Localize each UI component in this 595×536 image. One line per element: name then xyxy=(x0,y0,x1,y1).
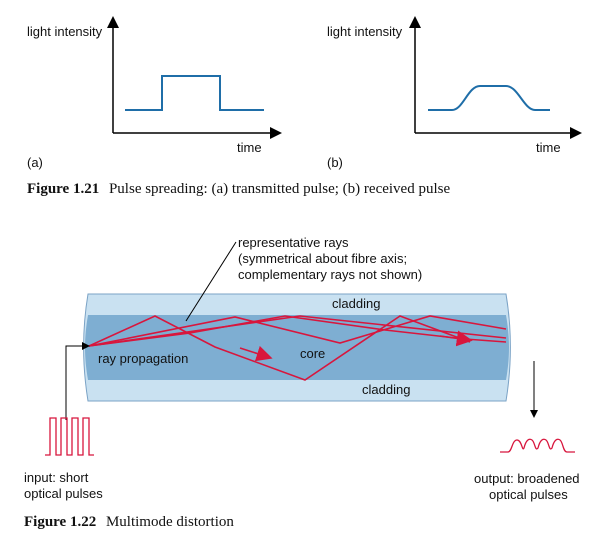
fibre-core xyxy=(85,315,509,380)
figure-1-21-number: Figure 1.21 xyxy=(27,181,99,197)
output-pulses: output: broadened optical pulses xyxy=(474,361,580,502)
input-connector xyxy=(65,342,90,420)
annotation-line-1: representative rays xyxy=(238,235,349,250)
core-label: core xyxy=(300,346,325,361)
ray-path-3 xyxy=(88,315,507,347)
transmitted-pulse-curve xyxy=(125,75,264,111)
input-label-line-1: input: short xyxy=(24,470,89,485)
ray-path-4 xyxy=(88,315,507,347)
panel-label-a: (a) xyxy=(27,155,43,170)
received-pulse-plot: light intensity time (b) xyxy=(327,16,582,170)
figure-1-21-text: Pulse spreading: (a) transmitted pulse; … xyxy=(109,181,450,197)
annotation-line-2: (symmetrical about fibre axis; xyxy=(238,251,407,266)
figure-1-22-number: Figure 1.22 xyxy=(24,514,96,530)
cladding-top-label: cladding xyxy=(332,296,380,311)
y-axis-label: light intensity xyxy=(27,24,103,39)
ray-propagation-label: ray propagation xyxy=(98,351,188,366)
annotation-leader-line xyxy=(185,241,237,322)
received-pulse-curve xyxy=(428,85,550,111)
ray-paths xyxy=(88,315,507,381)
panel-label-b: (b) xyxy=(327,155,343,170)
cladding-bottom-label: cladding xyxy=(362,382,410,397)
y-axis-label: light intensity xyxy=(327,24,403,39)
figure-1-22-caption: Figure 1.22 Multimode distortion xyxy=(24,514,234,530)
x-axis-label: time xyxy=(237,140,262,155)
figure-1-22-text: Multimode distortion xyxy=(106,514,234,530)
ray-arrow-2 xyxy=(439,330,473,347)
ray-path-1 xyxy=(88,315,471,381)
output-label-line-2: optical pulses xyxy=(489,487,568,502)
input-pulses: input: short optical pulses xyxy=(24,342,103,501)
optical-fibre xyxy=(83,293,511,402)
transmitted-pulse-plot: light intensity time (a) xyxy=(27,16,282,170)
output-pulse-train xyxy=(500,438,575,453)
figure-1-21-caption: Figure 1.21 Pulse spreading: (a) transmi… xyxy=(27,181,450,197)
annotation-line-3: complementary rays not shown) xyxy=(238,267,422,282)
output-label-line-1: output: broadened xyxy=(474,471,580,486)
ray-arrow-1 xyxy=(239,345,273,362)
representative-rays-annotation: representative rays (symmetrical about f… xyxy=(185,235,422,322)
x-axis-label: time xyxy=(536,140,561,155)
input-pulse-train xyxy=(45,417,94,456)
input-label-line-2: optical pulses xyxy=(24,486,103,501)
